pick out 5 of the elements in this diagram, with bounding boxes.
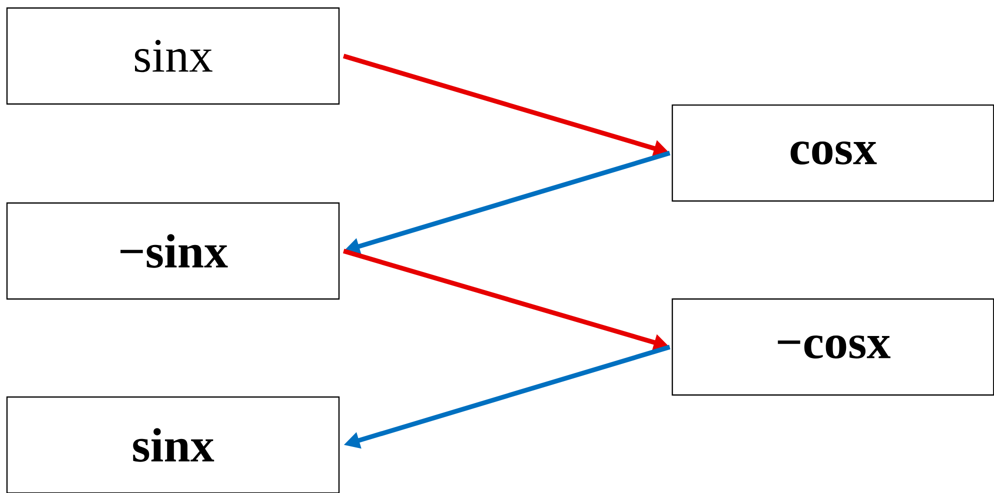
function-box: sinx	[6, 396, 340, 493]
function-box: cosx	[672, 104, 994, 202]
function-box: −cosx	[672, 298, 994, 396]
function-box: sinx	[6, 7, 340, 105]
function-box: −sinx	[6, 202, 340, 300]
